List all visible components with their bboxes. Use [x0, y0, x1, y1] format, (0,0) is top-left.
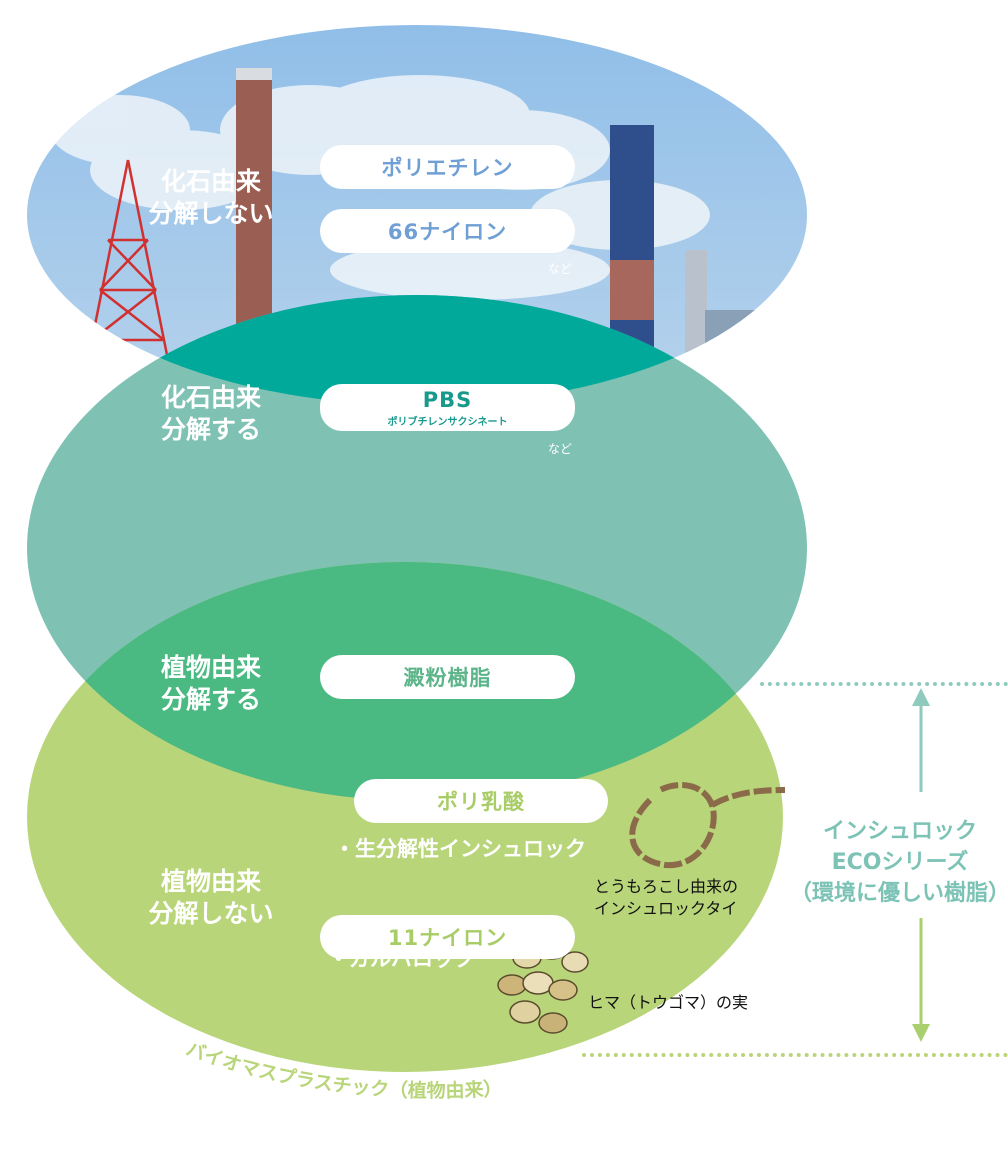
- category-line: 化石由来: [160, 167, 261, 196]
- material-name: PBS: [422, 387, 473, 412]
- material-name: 11ナイロン: [387, 926, 508, 950]
- note-etc: など: [548, 442, 573, 456]
- material-subname: ポリブチレンサクシネート: [387, 416, 508, 428]
- category-plant-degradable: 植物由来 分解する: [126, 652, 296, 716]
- eco-range-arrows: [912, 688, 930, 1042]
- corn-tie-image: [629, 782, 786, 869]
- eco-top-dotted-line: [760, 682, 1008, 686]
- category-fossil-degradable: 化石由来 分解する: [126, 382, 296, 446]
- category-plant-nondegradable: 植物由来 分解しない: [126, 866, 296, 930]
- product-biodegradable-insulok: ・生分解性インシュロック: [334, 837, 586, 861]
- category-line: 植物由来: [160, 867, 261, 896]
- category-line: 分解する: [160, 415, 261, 444]
- material-pill-nylon11: 11ナイロン: [320, 915, 575, 959]
- material-pill-polylactic-acid: ポリ乳酸: [354, 779, 608, 823]
- material-name: ポリ乳酸: [437, 790, 525, 814]
- material-name: ポリエチレン: [381, 156, 514, 180]
- category-line: 分解しない: [148, 199, 274, 228]
- eco-bottom-dotted-line: [582, 1053, 1008, 1057]
- category-fossil-nondegradable: 化石由来 分解しない: [126, 166, 296, 230]
- category-line: 分解しない: [148, 899, 274, 928]
- note-etc: など: [548, 262, 573, 276]
- category-line: 化石由来: [160, 383, 261, 412]
- eco-line: ECOシリーズ: [831, 850, 969, 875]
- material-name: 66ナイロン: [387, 220, 508, 244]
- product-galvalock: ・ガルバロック: [328, 947, 475, 971]
- material-pill-nylon66: 66ナイロン: [320, 209, 575, 253]
- material-pill-starch-resin: 澱粉樹脂: [320, 655, 575, 699]
- category-line: 植物由来: [160, 653, 261, 682]
- caption-line: とうもろこし由来の: [594, 877, 739, 896]
- material-pill-polyethylene: ポリエチレン: [320, 145, 575, 189]
- eco-series-label: インシュロック ECOシリーズ （環境に優しい樹脂）: [790, 816, 1008, 909]
- eco-line: インシュロック: [822, 819, 977, 844]
- category-line: 分解する: [160, 685, 261, 714]
- material-name: 澱粉樹脂: [403, 666, 492, 690]
- corn-tie-caption: とうもろこし由来の インシュロックタイ: [594, 876, 738, 920]
- material-pill-pbs: PBS ポリブチレンサクシネート: [320, 384, 575, 431]
- caption-line: インシュロックタイ: [594, 899, 738, 918]
- eco-line: （環境に優しい樹脂）: [790, 881, 1008, 906]
- castor-caption: ヒマ（トウゴマ）の実: [588, 993, 749, 1012]
- plant-degradable-overlap: [27, 562, 783, 801]
